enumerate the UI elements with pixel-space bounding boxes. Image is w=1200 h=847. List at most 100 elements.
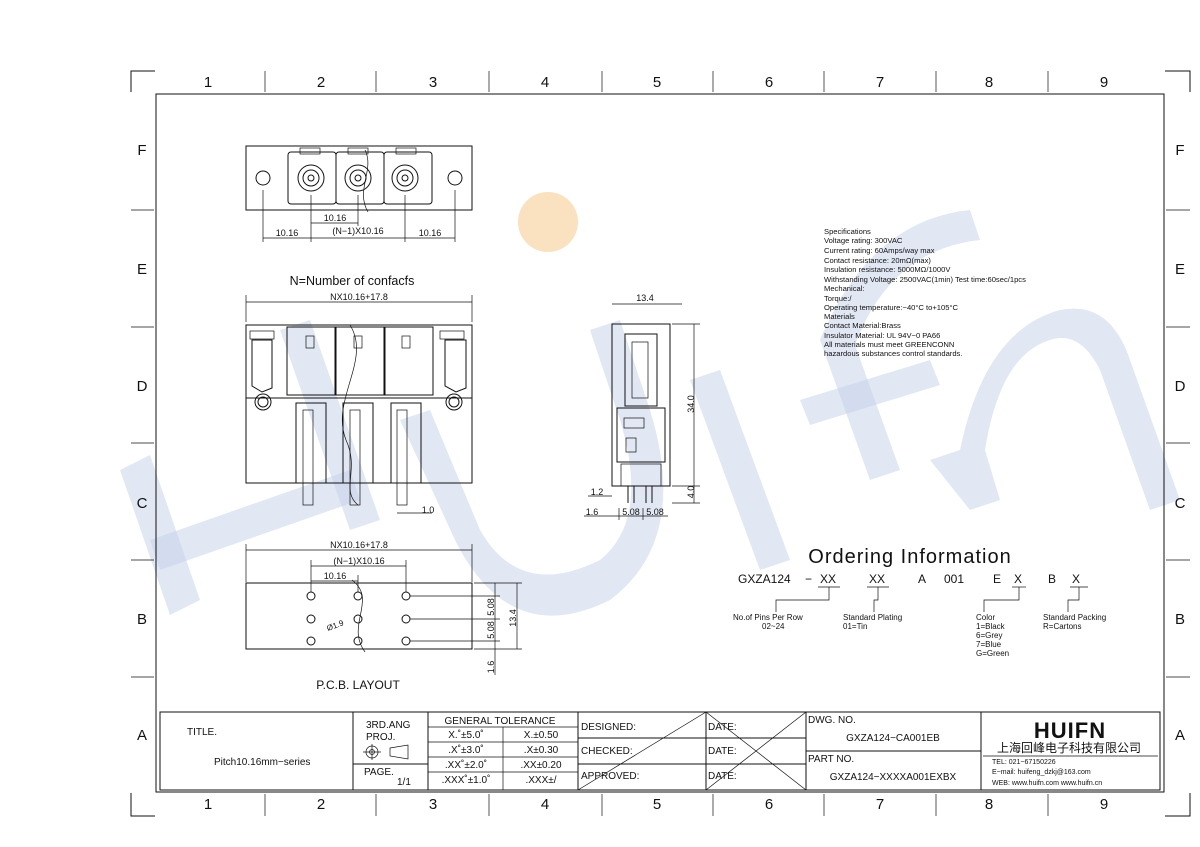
plating-label: Standard Plating bbox=[843, 613, 902, 622]
plating-tin: 01=Tin bbox=[843, 622, 867, 631]
tol-linear: X.±0.50 bbox=[524, 730, 559, 741]
pcb-dim-width: NX10.16+17.8 bbox=[330, 540, 388, 550]
row-label: D bbox=[137, 378, 148, 395]
dim-side-left: 10.16 bbox=[276, 228, 299, 238]
col-label: 6 bbox=[765, 74, 773, 91]
dim-pin-length: 4.0 bbox=[686, 486, 696, 499]
date-label: DATE: bbox=[708, 771, 737, 782]
company-tel: TEL: 021−67150226 bbox=[992, 759, 1056, 766]
pcb-dim-r1: 5.08 bbox=[486, 598, 496, 616]
dim-pitch-n: (N−1)X10.16 bbox=[332, 226, 383, 236]
code-001: 001 bbox=[944, 572, 964, 586]
row-label: D bbox=[1175, 378, 1186, 395]
pcb-dim-hole: Ø1.9 bbox=[325, 618, 345, 633]
ordering-title: Ordering Information bbox=[808, 546, 1011, 568]
row-label: B bbox=[137, 611, 147, 628]
col-label: 9 bbox=[1100, 74, 1108, 91]
spec-line: Torque:/ bbox=[824, 294, 852, 303]
title-value: Pitch10.16mm−series bbox=[214, 757, 310, 768]
row-label: A bbox=[1175, 727, 1185, 744]
tol-linear: .XX±0.20 bbox=[520, 760, 562, 771]
code-color: X bbox=[1014, 572, 1022, 586]
dim-d4: 5.08 bbox=[646, 507, 664, 517]
spec-line: Materials bbox=[824, 312, 855, 321]
pcb-dim-height: 13.4 bbox=[508, 609, 518, 627]
pcb-dim-r2: 5.08 bbox=[486, 621, 496, 639]
ordering-information: Ordering Information GXZA124 − XX XX A 0… bbox=[733, 546, 1106, 658]
dim-offset: 1.0 bbox=[422, 505, 435, 515]
row-label: C bbox=[1175, 495, 1186, 512]
col-label: 9 bbox=[1100, 796, 1108, 813]
company-web: WEB: www.huifn.com www.huifn.cn bbox=[992, 780, 1102, 787]
dim-side-width: 13.4 bbox=[636, 293, 654, 303]
col-label: 6 bbox=[765, 796, 773, 813]
title-label: TITLE. bbox=[187, 727, 217, 738]
code-packing: X bbox=[1072, 572, 1080, 586]
col-label: 8 bbox=[985, 74, 993, 91]
packing-label: Standard Packing bbox=[1043, 613, 1106, 622]
pin-count-note: N=Number of confacfs bbox=[290, 274, 415, 288]
code-b: B bbox=[1048, 572, 1056, 586]
dim-side-right: 10.16 bbox=[419, 228, 442, 238]
spec-line: Insulation resistance: 5000MΩ/1000V bbox=[824, 265, 951, 274]
spec-line: Operating temperature:−40°C to+105°C bbox=[824, 303, 958, 312]
company-logo: HUIFN bbox=[1034, 718, 1106, 743]
approved-label: APPROVED: bbox=[581, 771, 639, 782]
dim-overall-width: NX10.16+17.8 bbox=[330, 292, 388, 302]
spec-line: Insulator Material: UL 94V−0 PA66 bbox=[824, 331, 940, 340]
projection-line2: PROJ. bbox=[366, 732, 395, 743]
col-label: 7 bbox=[876, 74, 884, 91]
col-label: 3 bbox=[429, 796, 437, 813]
col-label: 2 bbox=[317, 796, 325, 813]
code-pins: XX bbox=[820, 572, 836, 586]
col-label: 5 bbox=[653, 796, 661, 813]
dim-d3: 5.08 bbox=[622, 507, 640, 517]
spec-line: Mechanical: bbox=[824, 284, 865, 293]
pins-range: 02~24 bbox=[762, 622, 785, 631]
dim-d2: 1.6 bbox=[586, 507, 599, 517]
row-label: E bbox=[1175, 261, 1185, 278]
tol-angle: .XXX˚±1.0˚ bbox=[442, 774, 491, 786]
spec-line: Withstanding Voltage: 2500VAC(1min) Test… bbox=[824, 275, 1026, 284]
dim-d1: 1.2 bbox=[591, 487, 604, 497]
tol-angle: X.˚±5.0˚ bbox=[448, 729, 484, 741]
specifications: Specifications Voltage rating: 300VAC Cu… bbox=[824, 227, 1026, 358]
tol-linear: .X±0.30 bbox=[524, 745, 559, 756]
pcb-layout-label: P.C.B. LAYOUT bbox=[316, 678, 400, 692]
front-view: 10.16 10.16 (N−1)X10.16 10.16 bbox=[245, 145, 473, 242]
designed-label: DESIGNED: bbox=[581, 722, 636, 733]
section-view: N=Number of confacfs NX10.16+17.8 1.0 bbox=[245, 274, 473, 515]
checked-label: CHECKED: bbox=[581, 746, 633, 757]
pcb-dim-pitch: 10.16 bbox=[324, 571, 347, 581]
part-no-value: GXZA124−XXXXA001EXBX bbox=[830, 772, 957, 783]
page-label: PAGE. bbox=[364, 767, 394, 778]
color-grey: 6=Grey bbox=[976, 631, 1002, 640]
spec-line: Current rating: 60Amps/way max bbox=[824, 246, 935, 255]
col-label: 1 bbox=[204, 74, 212, 91]
company-name: 上海回峰电子科技有限公司 bbox=[997, 740, 1141, 755]
code-dash: − bbox=[805, 572, 812, 586]
tol-linear: .XXX±/ bbox=[525, 775, 556, 786]
pins-label: No.of Pins Per Row bbox=[733, 613, 803, 622]
col-label: 2 bbox=[317, 74, 325, 91]
part-no-label: PART NO. bbox=[808, 754, 854, 765]
sheet-frame: 1 2 3 4 5 6 7 8 9 1 2 3 4 5 6 7 8 9 F E … bbox=[130, 70, 1191, 817]
code-a: A bbox=[918, 572, 926, 586]
dim-pitch: 10.16 bbox=[324, 213, 347, 223]
row-label: C bbox=[137, 495, 148, 512]
title-block: TITLE. Pitch10.16mm−series 3RD.ANG PROJ.… bbox=[159, 711, 1161, 791]
row-label: F bbox=[1175, 142, 1184, 159]
col-label: 4 bbox=[541, 74, 549, 91]
col-label: 3 bbox=[429, 74, 437, 91]
col-label: 5 bbox=[653, 74, 661, 91]
dwg-no-label: DWG. NO. bbox=[808, 715, 856, 726]
color-black: 1=Black bbox=[976, 622, 1006, 631]
color-label: Color bbox=[976, 613, 995, 622]
col-label: 7 bbox=[876, 796, 884, 813]
color-green: G=Green bbox=[976, 649, 1009, 658]
pcb-dim-off: 1.6 bbox=[486, 661, 496, 674]
date-label: DATE: bbox=[708, 722, 737, 733]
dim-side-height: 34.0 bbox=[686, 395, 696, 413]
dwg-no-value: GXZA124−CA001EB bbox=[846, 733, 940, 744]
